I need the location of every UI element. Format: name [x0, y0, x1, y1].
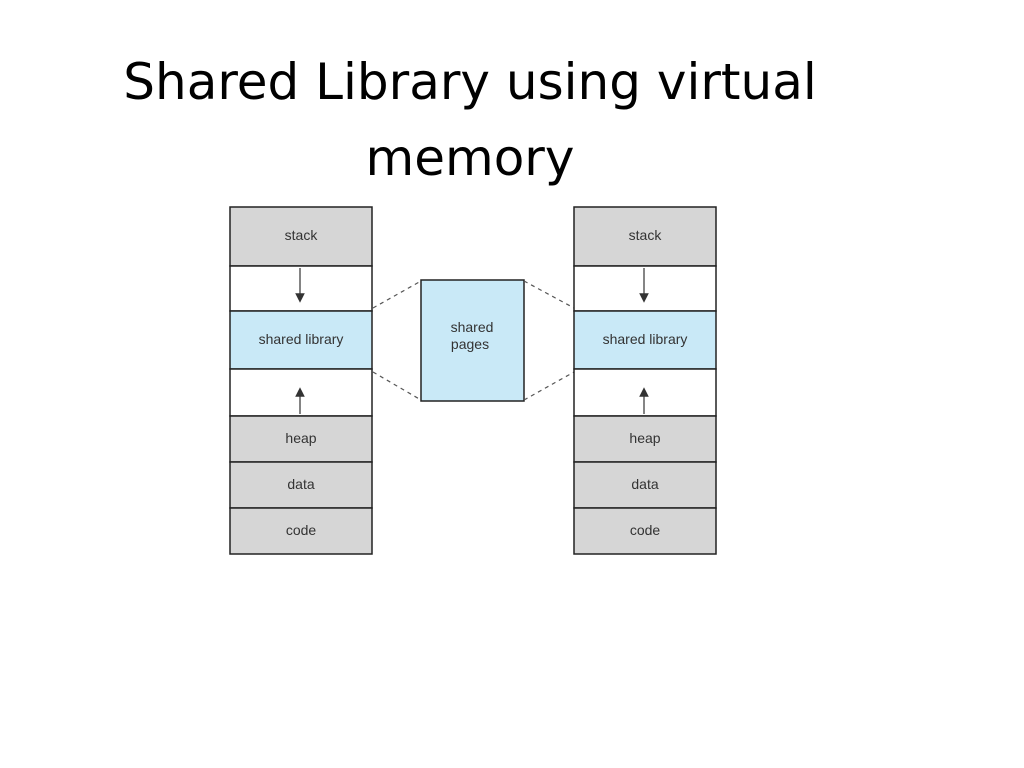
slide-title-line-2: memory: [365, 129, 575, 187]
left-data-label: data: [287, 476, 314, 492]
right-mapping-line-top: [523, 280, 575, 309]
slide-title: Shared Library using virtual memory: [60, 44, 880, 196]
shared-pages-label-line-2: pages: [451, 336, 489, 352]
right-code-segment: [573, 507, 717, 555]
left-free-space-upper: [229, 265, 373, 312]
left-code-segment: [229, 507, 373, 555]
left-free-space-lower: [229, 368, 373, 417]
left-data-segment: [229, 461, 373, 509]
left-stack-label: stack: [285, 227, 319, 243]
left-mapping-line-bottom: [372, 371, 422, 401]
right-shared-library-segment: [573, 310, 717, 370]
left-shared-library-segment: [229, 310, 373, 370]
right-code-label: code: [630, 522, 661, 538]
left-mapping-line-top: [372, 280, 422, 309]
shared-pages-label-line-1: shared: [451, 319, 494, 335]
left-heap-segment: [229, 415, 373, 463]
right-data-segment: [573, 461, 717, 509]
left-heap-label: heap: [285, 430, 316, 446]
left-code-label: code: [286, 522, 317, 538]
right-data-label: data: [631, 476, 658, 492]
right-shared-library-label: shared library: [603, 331, 688, 347]
right-free-space-lower: [573, 368, 717, 417]
left-shared-library-label: shared library: [259, 331, 344, 347]
right-heap-label: heap: [629, 430, 660, 446]
shared-pages-block: shared pages: [420, 279, 525, 402]
right-free-space-upper: [573, 265, 717, 312]
right-stack-label: stack: [629, 227, 663, 243]
right-heap-segment: [573, 415, 717, 463]
slide-title-line-1: Shared Library using virtual: [123, 53, 817, 111]
left-address-space: stack shared library heap data code: [229, 206, 373, 555]
right-mapping-line-bottom: [523, 371, 575, 401]
mapping-lines: [372, 280, 575, 401]
shared-pages-box: [420, 279, 525, 402]
right-stack-segment: [573, 206, 717, 267]
right-address-space: stack shared library heap data code: [573, 206, 717, 555]
